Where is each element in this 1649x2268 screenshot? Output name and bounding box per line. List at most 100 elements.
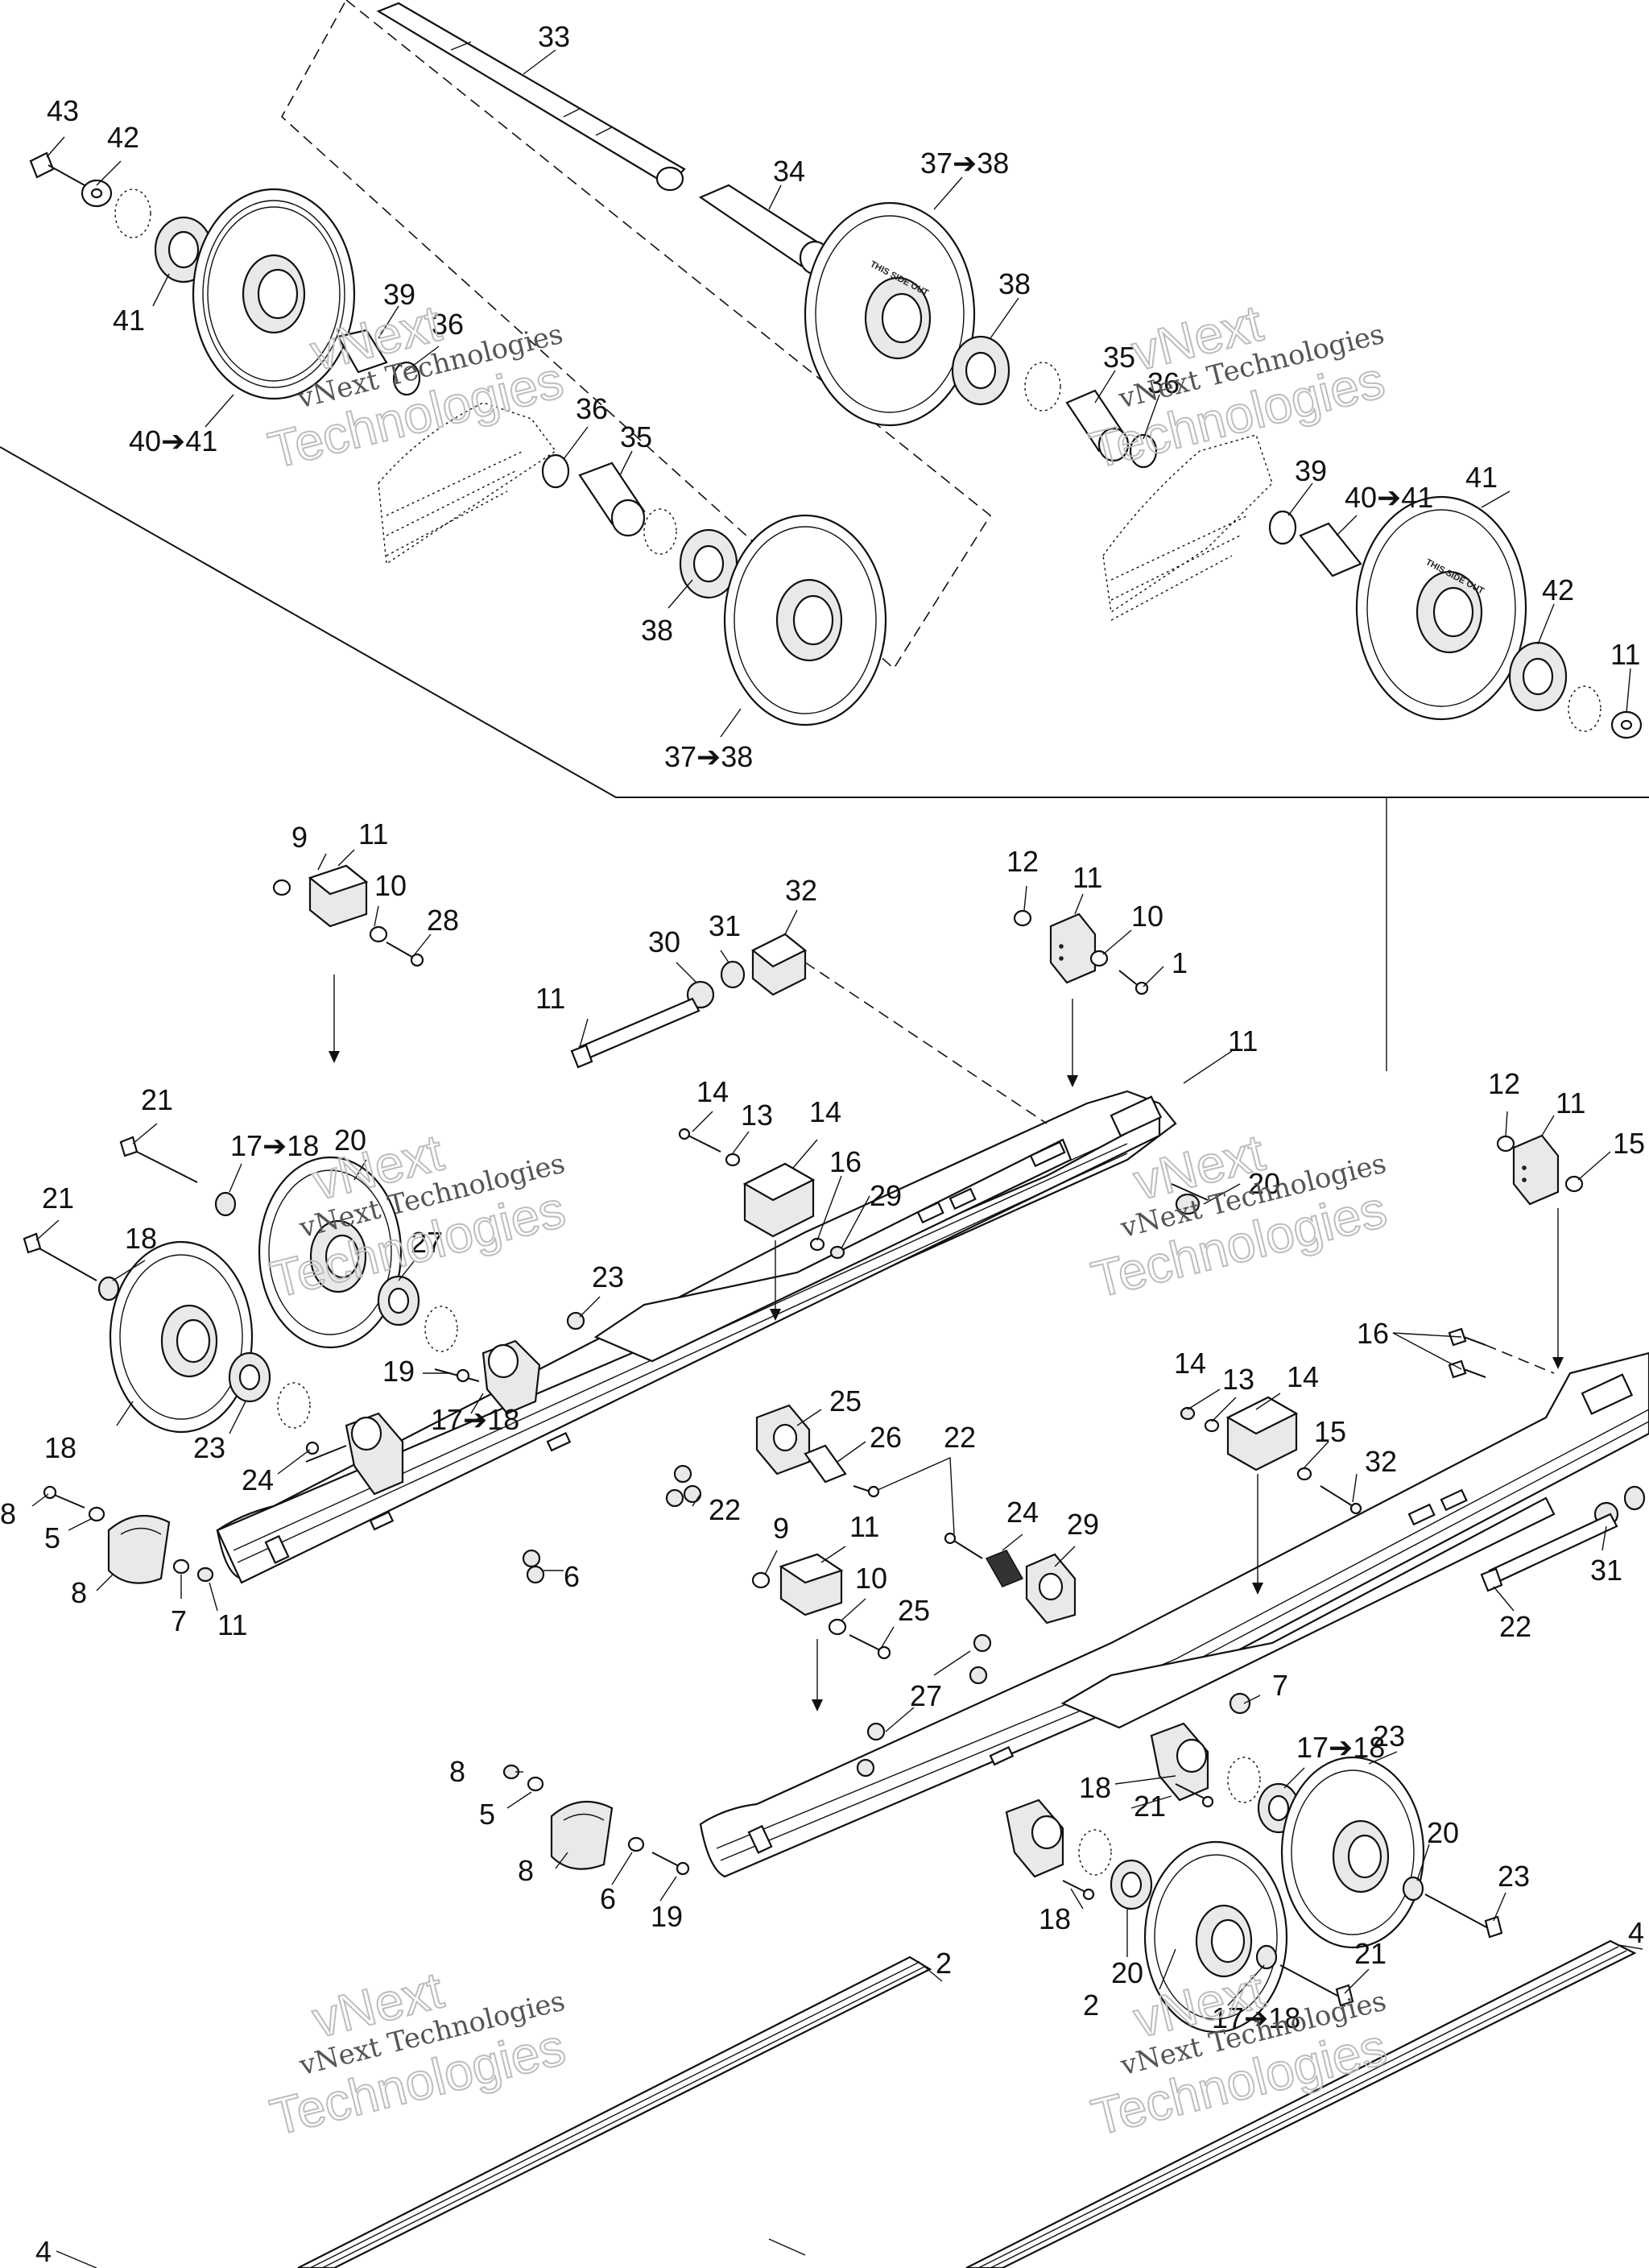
nut — [969, 1666, 988, 1685]
callout: 32 — [785, 874, 817, 907]
bearing — [228, 1351, 271, 1403]
leader-lines — [31, 49, 1643, 2268]
circlip — [1024, 362, 1061, 412]
axle-bolt — [1424, 1893, 1503, 1939]
callout: 14 — [1174, 1347, 1206, 1380]
callout: 30 — [648, 925, 680, 958]
callout: 12 — [1488, 1067, 1520, 1100]
rail-stopper-block — [1512, 1134, 1560, 1206]
wheel-bracket — [481, 1339, 541, 1415]
circlip — [277, 1382, 311, 1429]
idler-wheel — [1280, 1756, 1425, 1949]
callout: 28 — [427, 904, 459, 937]
callout: 15 — [1314, 1415, 1346, 1448]
callout: 22 — [1499, 1610, 1531, 1643]
callout: 14 — [1287, 1360, 1319, 1393]
washer — [809, 1237, 825, 1252]
axle-bolt — [1279, 1964, 1354, 2007]
callout: 9 — [291, 821, 308, 854]
callout: 6 — [600, 1882, 616, 1915]
watermark: vNext vNext Technologies Technologies — [1085, 1960, 1393, 2147]
callout: 27 — [910, 1679, 942, 1712]
bushing — [720, 960, 746, 989]
nut — [856, 1758, 875, 1778]
callout: 22 — [709, 1493, 741, 1526]
bolt — [853, 1485, 880, 1498]
hyfax-slider — [965, 1939, 1637, 2268]
bolt — [1118, 970, 1149, 995]
callout: 19 — [382, 1355, 415, 1388]
nut — [683, 1484, 702, 1504]
callout: 21 — [42, 1182, 74, 1215]
nut — [665, 1488, 684, 1508]
callout: 7 — [171, 1604, 187, 1637]
callout: 11 — [1228, 1024, 1258, 1057]
washer — [1496, 1135, 1515, 1153]
callout: 41 — [1465, 461, 1498, 494]
idler-wheel — [1143, 1840, 1288, 2034]
callout: 36 — [1147, 366, 1180, 399]
callout: 40➔41 — [129, 424, 217, 457]
washer — [172, 1558, 190, 1575]
nut — [829, 1245, 845, 1260]
spacer-ring — [1268, 510, 1297, 545]
bolt — [1171, 1183, 1209, 1215]
nut — [973, 1633, 992, 1653]
callout: 11 — [1072, 861, 1102, 894]
bearing — [377, 1275, 420, 1326]
idler-wheel — [109, 1240, 254, 1434]
callout: 13 — [741, 1099, 773, 1132]
callout: 18 — [44, 1431, 76, 1464]
callout: 22 — [944, 1421, 976, 1454]
callout: 8 — [0, 1497, 16, 1530]
callout-labels: 33 34 43 42 41 40➔41 39 36 36 35 38 37➔3… — [0, 20, 1645, 2268]
spacer-ring — [541, 453, 570, 489]
bearing — [1508, 641, 1568, 712]
axle-bolt — [29, 151, 85, 186]
callout: 38 — [998, 267, 1031, 300]
idler-wheel: THIS SIDE OUT — [804, 201, 976, 427]
callout: 7 — [1272, 1669, 1288, 1702]
axle-bolt — [23, 1232, 97, 1281]
callout: 8 — [518, 1854, 534, 1887]
nut — [866, 1722, 886, 1741]
callout: 18 — [125, 1222, 157, 1255]
right-slide-rail — [699, 1351, 1649, 1878]
washer — [751, 1571, 771, 1589]
rail-stopper-block — [742, 1162, 816, 1238]
washer — [1610, 710, 1643, 739]
suspension-arm — [378, 402, 557, 565]
spacer-tube — [1065, 389, 1130, 462]
nut — [1180, 1406, 1196, 1421]
callout: 10 — [855, 1562, 887, 1595]
callout: 10 — [1131, 900, 1163, 933]
spacer-tube — [578, 461, 646, 537]
callout: 23 — [193, 1431, 225, 1464]
washer — [725, 1153, 741, 1167]
washer — [627, 1836, 645, 1852]
callout: 21 — [1354, 1937, 1387, 1970]
callout: 4 — [1628, 1916, 1644, 1949]
idler-wheel — [723, 514, 887, 726]
callout: 25 — [829, 1384, 862, 1418]
callout: 20 — [334, 1124, 366, 1157]
callout: 39 — [1295, 454, 1327, 487]
callout: 13 — [1222, 1363, 1254, 1396]
nut — [196, 1566, 214, 1583]
callout: 33 — [538, 20, 570, 53]
rail-end-cap — [107, 1514, 171, 1584]
callout: 31 — [709, 909, 741, 942]
callout: 4 — [35, 2235, 52, 2268]
callout: 11 — [535, 982, 565, 1015]
washer — [81, 179, 113, 208]
spacer-ring — [1129, 433, 1158, 469]
washer — [1089, 950, 1109, 967]
washer — [1402, 1876, 1424, 1902]
callout: 17➔18 — [1296, 1731, 1385, 1764]
wheel-spacer — [337, 329, 421, 396]
callout: 37➔38 — [920, 147, 1009, 180]
callout: 18 — [1039, 1902, 1071, 1935]
hyfax-slider — [297, 1956, 932, 2268]
spacer-tube — [698, 184, 832, 275]
callout: 31 — [1590, 1554, 1622, 1587]
